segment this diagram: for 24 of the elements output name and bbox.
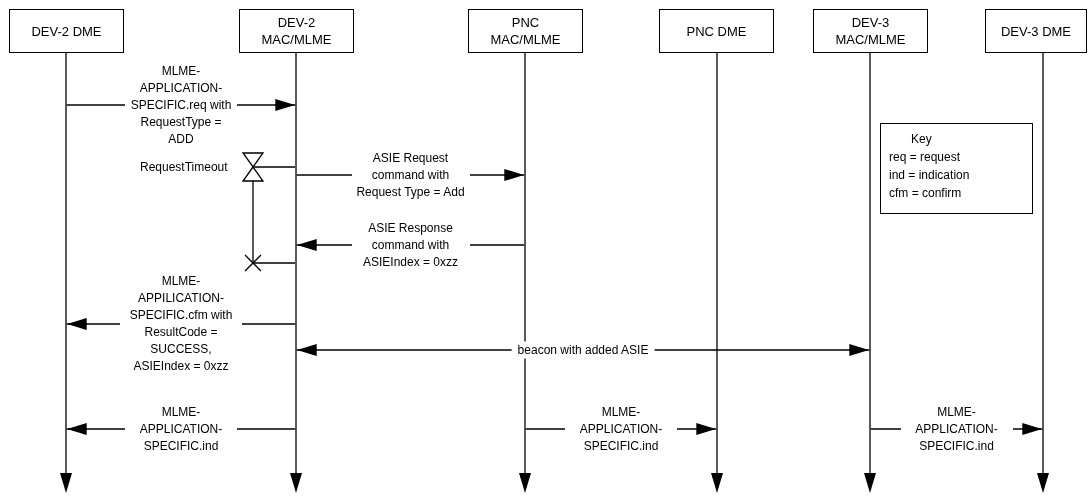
key-box <box>880 123 1033 214</box>
key-entry: ind = indication <box>889 167 971 184</box>
timer-label: RequestTimeout <box>140 159 228 175</box>
participant-name: DEV-2 DME <box>30 22 103 40</box>
lifeline-arrow <box>289 53 303 493</box>
participant-name: DEV-3 MAC/MLME <box>834 14 907 48</box>
participant-box <box>659 9 774 53</box>
participant-box <box>9 9 124 53</box>
participant-name: PNC DME <box>685 22 748 40</box>
participant-box <box>985 9 1087 53</box>
participant-box <box>239 9 354 53</box>
lifeline-arrow <box>863 53 877 493</box>
edge-label: beacon with added ASIE <box>511 341 655 359</box>
lifeline-arrow <box>1036 53 1050 493</box>
lifeline-arrow <box>59 53 73 493</box>
key-title: Key <box>910 131 933 148</box>
participant-box <box>468 9 583 53</box>
participant-name: PNC MAC/MLME <box>489 14 562 48</box>
key-entry: cfm = confirm <box>889 185 963 202</box>
participant-name: DEV-2 MAC/MLME <box>260 14 333 48</box>
participant-box <box>813 9 928 53</box>
key-entry: req = request <box>889 149 962 166</box>
participant-name: DEV-3 DME <box>999 22 1073 40</box>
lifeline-arrow <box>710 53 724 493</box>
